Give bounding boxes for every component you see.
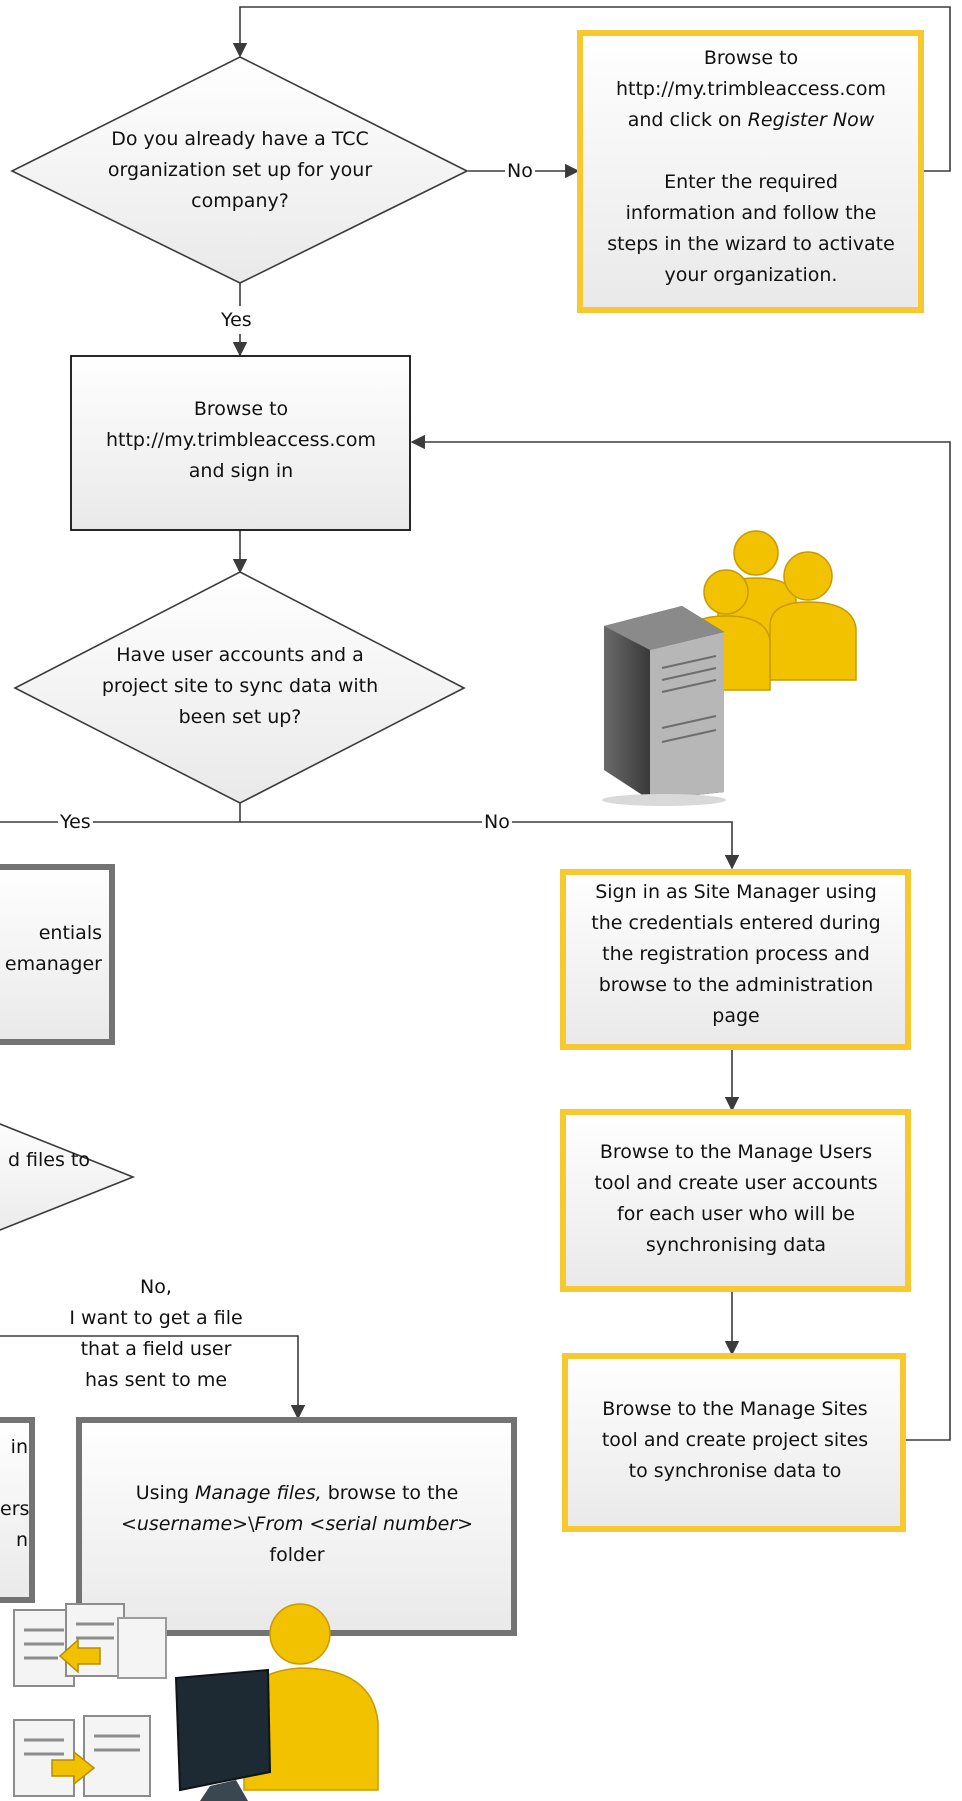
box-left-partial [0,1417,35,1603]
box-credentials-label: entials emanager [4,922,102,975]
box-manage-users [560,1109,911,1292]
box-signin-label: Browse to http://my.trimbleaccess.com an… [105,398,376,482]
decision-files-label: d files to [7,1149,90,1171]
box-left-partial-label: in ers n [0,1436,30,1551]
user-computer-icon [174,1603,379,1801]
box-register-label: Browse to http://my.trimbleaccess.com an… [607,47,895,286]
box-site-manager-label: Sign in as Site Manager using the creden… [591,881,881,1027]
label-yes-signin: Yes [219,306,254,334]
file-transfer-icon [13,1603,167,1797]
box-register [577,30,924,313]
users-group-icon [685,530,857,691]
edge-accounts-yes-left [0,803,241,823]
box-site-manager [560,869,911,1050]
edge-get-file [0,1335,306,1420]
box-manage-sites-label: Browse to the Manage Sites tool and crea… [601,1398,869,1482]
decision-accounts-label: Have user accounts and a project site to… [101,644,379,728]
box-manage-users-label: Browse to the Manage Users tool and crea… [594,1141,878,1256]
server-icon [602,606,726,806]
label-yes-left: Yes [58,808,93,836]
box-credentials-partial [0,864,115,1045]
box-signin [70,355,411,531]
box-manage-files [76,1417,517,1636]
edge-accounts-no-site-manager [240,821,740,870]
edge-sites-loop-signin [410,434,951,1441]
decision-accounts-site [13,571,466,804]
decision-tcc-label: Do you already have a TCC organization s… [107,128,373,212]
label-no-register: No [505,157,535,185]
label-no-site-manager: No [482,808,512,836]
decision-tcc-organization [10,56,469,284]
label-get-file: No, I want to get a file that a field us… [26,1272,286,1396]
edge-loop-register-to-tcc [232,6,951,172]
box-manage-files-label: Using Manage files, browse to the <usern… [120,1482,474,1566]
box-manage-sites [562,1353,906,1532]
decision-files-partial [0,1123,136,1231]
